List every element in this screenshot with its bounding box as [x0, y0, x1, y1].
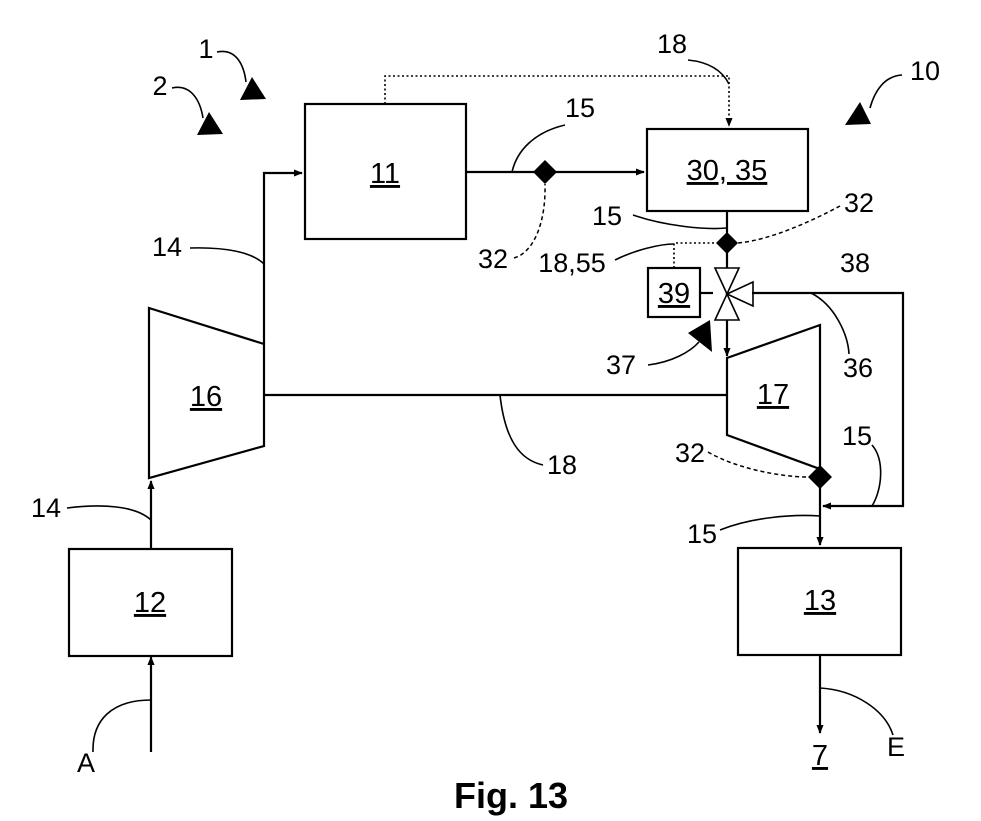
component-30-35-label: 30, 35 — [687, 155, 768, 187]
leader-2 — [172, 87, 203, 118]
ref-label-32-b: 32 — [844, 188, 874, 218]
sensor-32-diamond-a — [533, 160, 557, 184]
ref-label-38: 38 — [840, 248, 870, 278]
leader-15-c — [872, 445, 881, 506]
leader-18-top — [688, 60, 729, 84]
turbine-17-label: 17 — [757, 379, 789, 411]
ref-label-15-c: 15 — [842, 421, 872, 451]
compressor-16-label: 16 — [190, 381, 222, 413]
component-13-label: 13 — [804, 585, 836, 617]
leader-e — [820, 688, 893, 735]
ref-label-32-a: 32 — [478, 244, 508, 274]
figure-caption: Fig. 13 — [454, 775, 568, 816]
ref-label-2: 2 — [152, 71, 167, 101]
ref-label-18-55: 18,55 — [538, 248, 606, 278]
leader-32-a — [514, 184, 545, 258]
ref-label-a: A — [77, 748, 95, 778]
valve-38 — [715, 268, 753, 320]
ref-label-18-top: 18 — [657, 29, 687, 59]
ref-label-36: 36 — [843, 353, 873, 383]
component-39-label: 39 — [658, 278, 690, 310]
pointer-37 — [688, 320, 712, 352]
component-11-label: 11 — [370, 158, 400, 190]
output-label-7: 7 — [812, 740, 828, 772]
sensor-32-diamond-b — [716, 232, 738, 254]
ref-label-14-a: 14 — [152, 232, 182, 262]
leader-18-mid — [500, 395, 543, 465]
leader-14-a — [190, 248, 264, 264]
ref-label-10: 10 — [910, 56, 940, 86]
ref-label-15-b: 15 — [592, 201, 622, 231]
ref-label-15-a: 15 — [565, 93, 595, 123]
ref-label-e: E — [887, 732, 905, 762]
sensor-32-diamond-c — [808, 465, 832, 489]
pointer-10 — [845, 102, 871, 125]
leader-15-a — [512, 125, 565, 172]
leader-37 — [648, 342, 699, 365]
leader-a — [93, 700, 151, 752]
ref-label-18-mid: 18 — [547, 450, 577, 480]
ref-label-32-c: 32 — [675, 438, 705, 468]
ref-label-1: 1 — [198, 34, 213, 64]
leader-10 — [870, 75, 902, 108]
leader-15-d — [720, 516, 820, 530]
control-line-18-55 — [674, 243, 716, 268]
ref-label-15-d: 15 — [687, 519, 717, 549]
leader-14-b — [67, 506, 151, 520]
ref-label-37: 37 — [606, 350, 636, 380]
ref-label-14-b: 14 — [31, 493, 61, 523]
leader-15-b — [633, 215, 727, 228]
leader-18-55 — [615, 244, 674, 260]
component-12-label: 12 — [134, 587, 166, 619]
pointer-2 — [197, 112, 223, 135]
leader-1 — [217, 51, 246, 82]
flow-line-16-to-11 — [264, 173, 302, 344]
pointer-1 — [240, 77, 266, 100]
